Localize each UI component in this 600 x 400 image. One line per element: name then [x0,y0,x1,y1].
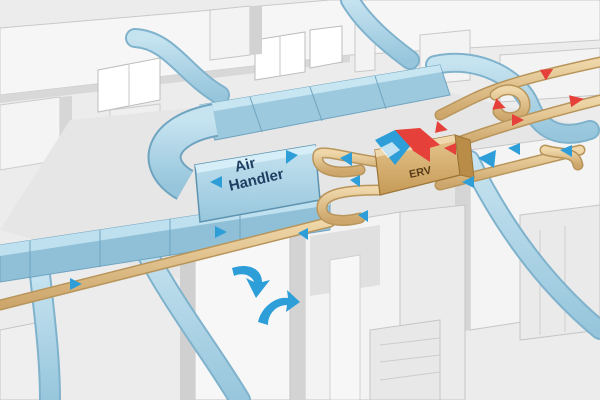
airflow-arrow-icon [340,152,352,166]
return-air-arrow-icon [232,265,270,298]
supply-trunk [0,64,451,283]
chevron-arrow-icon [210,176,222,188]
airflow-arrow-icon [569,95,584,108]
airflow-arrow-icon [478,150,496,168]
airflow-arrow-icon [358,210,368,222]
airflow-arrow-icon [492,98,506,110]
airflow-arrow-icon [560,145,572,157]
airflow-arrow-icon [215,226,227,238]
airflow-arrow-icon [512,114,524,126]
back-wall [0,0,600,113]
airflow-arrow-icon [508,143,520,155]
airflow-arrow-icon [70,278,82,290]
chevron-arrow-icon [286,150,298,164]
airflow-arrow-icon [435,121,448,133]
air-handler-line1: Air [233,155,257,176]
airflow-arrow-icon [298,228,308,240]
airflow-arrow-icon [462,176,474,188]
airflow-arrow-icon [350,175,360,187]
airflow-arrows [70,69,584,325]
airflow-arrow-icon [539,69,554,81]
airflow-arrow-icon [444,143,456,155]
erv-text: ERV [408,164,433,181]
return-air-arrow-icon [258,290,300,325]
erv-label: ERV [408,164,433,181]
airflow-arrow-icon [412,142,430,162]
